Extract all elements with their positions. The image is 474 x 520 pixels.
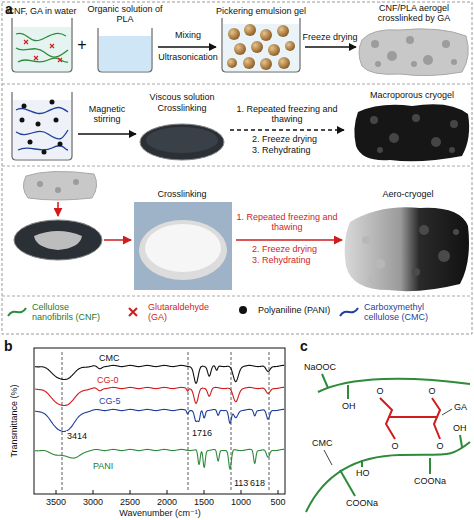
process-arrow	[236, 239, 342, 241]
step-label: Magnetic stirring	[79, 104, 135, 125]
beaker-emulsion	[222, 18, 300, 72]
cmc-chain	[306, 374, 470, 512]
legend-sample	[6, 304, 28, 320]
aerogel-piece	[23, 171, 96, 200]
step-label: 1. Repeated freezing and thawing	[235, 212, 339, 233]
panel-letter: c	[300, 338, 308, 354]
curve-label: PANI	[92, 461, 114, 471]
chem-label: O	[376, 386, 383, 396]
panel-frame	[2, 2, 472, 334]
process-arrow	[158, 46, 216, 47]
plus-sign: +	[77, 36, 86, 54]
petri-dish-soaking	[14, 220, 102, 260]
legend-text: Cellulose nanofibrils (CNF)	[32, 302, 106, 323]
step-label: Freeze drying	[302, 32, 357, 42]
legend-text: Carboxymethyl cellulose (CMC)	[364, 302, 460, 323]
leader-line	[442, 409, 452, 415]
axis-ticks	[56, 490, 278, 494]
step-label: 2. Freeze drying	[252, 134, 317, 144]
process-arrow	[230, 129, 344, 130]
axis-title: Wavenumber (cm⁻¹)	[119, 508, 200, 518]
tick-label: 1000	[231, 497, 251, 507]
step-label: Crosslinking	[157, 189, 206, 199]
row-separator	[2, 296, 472, 297]
cryogel-picture	[354, 104, 469, 161]
process-arrow	[104, 239, 131, 241]
peak-guide	[62, 352, 269, 490]
chem-label: GA	[454, 402, 467, 412]
spectrum-curve	[35, 449, 284, 469]
step-label: Pickering emulsion gel	[216, 6, 306, 16]
tick-label: 2000	[157, 497, 177, 507]
legend-sample	[122, 304, 144, 320]
aero-cryogel-picture	[345, 207, 469, 291]
beaker-cnf	[12, 18, 72, 72]
curve-label: CG-0	[96, 375, 120, 385]
legend-item: Cellulose nanofibrils (CNF)	[6, 302, 106, 323]
legend-text: Polyaniline (PANI)	[258, 305, 332, 315]
curve-label: CG-5	[98, 396, 122, 406]
process-arrow	[78, 133, 136, 134]
spectra-group	[35, 365, 284, 469]
step-label: Organic solution of PLA	[86, 4, 164, 25]
beaker-pla	[98, 28, 152, 72]
ga-crosslink	[380, 398, 440, 439]
legend-sample	[232, 302, 254, 318]
chem-label: CMC	[312, 438, 333, 448]
step-label: CNF, GA in water	[7, 6, 76, 16]
chem-label: COONa	[414, 476, 446, 486]
step-label: 2. Freeze drying	[252, 244, 317, 254]
product-label: Macroporous cryogel	[370, 90, 454, 100]
spectrum-curve	[35, 365, 284, 383]
petri-dish-viscous	[140, 124, 224, 160]
tick-label: 1500	[194, 497, 214, 507]
chem-label: HO	[356, 468, 370, 478]
product-label: CNF/PLA aerogel crosslinked by GA	[362, 3, 466, 24]
tick-label: 3000	[83, 497, 103, 507]
legend-item: Carboxymethyl cellulose (CMC)	[338, 302, 460, 323]
spectrum-curve	[35, 387, 284, 405]
tick-label: 2500	[120, 497, 140, 507]
axis-title: Transmittance (%)	[9, 384, 19, 457]
beaker-pani-cmc	[12, 92, 72, 160]
product-label: Aero-cryogel	[382, 189, 433, 199]
chem-label: O	[428, 386, 435, 396]
crosslinking-photo	[134, 202, 232, 290]
step-label: 3. Rehydrating	[252, 255, 311, 265]
row-separator	[2, 166, 472, 167]
chem-label: OH	[342, 401, 356, 411]
spectrum-curve	[35, 409, 284, 431]
chem-label: NaOOC	[304, 362, 336, 372]
legend-item: Glutaraldehyde (GA)	[122, 302, 222, 323]
step-label: Ultrasonication	[158, 52, 218, 62]
legend-item: Polyaniline (PANI)	[232, 302, 332, 318]
legend-sample	[338, 304, 360, 320]
chem-label: OH	[453, 423, 467, 433]
step-label: Crosslinking	[157, 103, 206, 113]
leader-line	[324, 450, 332, 465]
row-separator	[2, 84, 472, 85]
panel-letter: b	[4, 338, 13, 354]
chem-label: O	[436, 441, 443, 451]
step-label: 3. Rehydrating	[252, 145, 311, 155]
process-arrow	[57, 202, 59, 216]
peak-label: 618	[249, 478, 266, 488]
plot-frame	[34, 348, 285, 494]
step-label: 1. Repeated freezing and thawing	[235, 104, 339, 125]
tick-label: 3500	[46, 497, 66, 507]
peak-label: 1716	[191, 428, 213, 438]
chem-label: COONa	[346, 498, 378, 508]
aerogel-picture	[359, 29, 468, 76]
peak-label: 3414	[66, 431, 88, 441]
legend-text: Glutaraldehyde (GA)	[148, 302, 222, 323]
chem-label: O	[391, 441, 398, 451]
process-arrow	[305, 46, 356, 47]
curve-label: CMC	[98, 353, 121, 363]
tick-label: 500	[270, 497, 285, 507]
step-label: Mixing	[175, 30, 201, 40]
step-label: Viscous solution	[150, 92, 215, 102]
